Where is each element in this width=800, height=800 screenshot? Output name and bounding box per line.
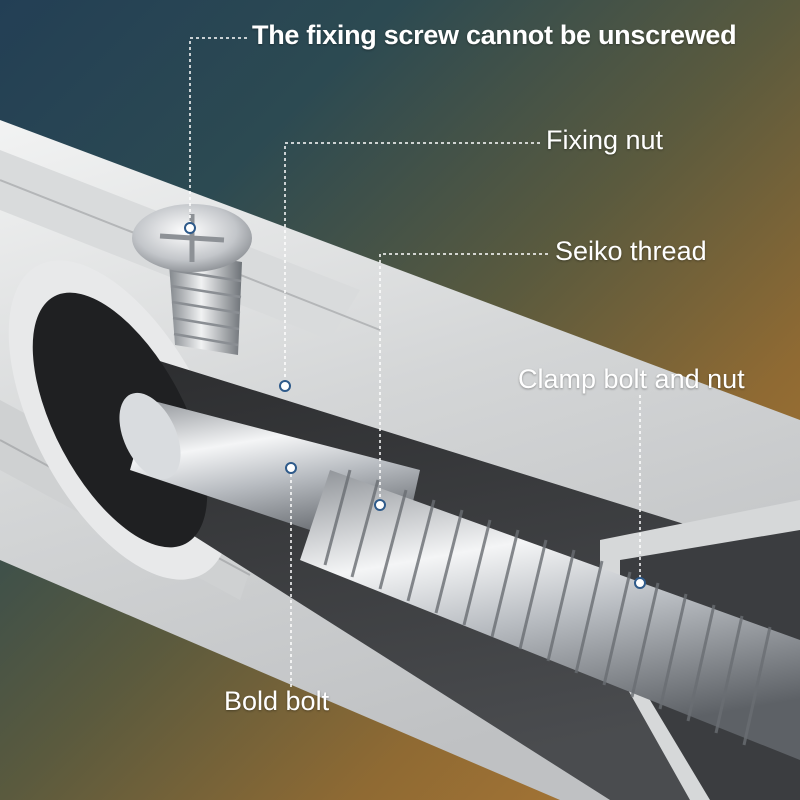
label-clamp-bolt-nut: Clamp bolt and nut: [518, 364, 745, 394]
fixing-screw: [132, 204, 252, 355]
label-fixing-nut: Fixing nut: [546, 125, 664, 155]
seiko-thread-rod: [300, 469, 800, 760]
marker-bold-bolt: [285, 462, 297, 474]
marker-clamp-bolt: [634, 577, 646, 589]
callout-leaders: [189, 37, 641, 690]
leader-seiko-thread: [379, 253, 548, 504]
label-seiko-thread: Seiko thread: [555, 236, 707, 266]
label-bold-bolt: Bold bolt: [224, 686, 330, 716]
leader-fixing-nut: [284, 142, 540, 386]
marker-fixing-screw: [184, 222, 196, 234]
marker-seiko-thread: [374, 499, 386, 511]
marker-fixing-nut: [279, 380, 291, 392]
leader-fixing-screw: [189, 37, 247, 226]
callout-markers: [184, 222, 646, 589]
label-fixing-screw: The fixing screw cannot be unscrewed: [252, 20, 737, 50]
